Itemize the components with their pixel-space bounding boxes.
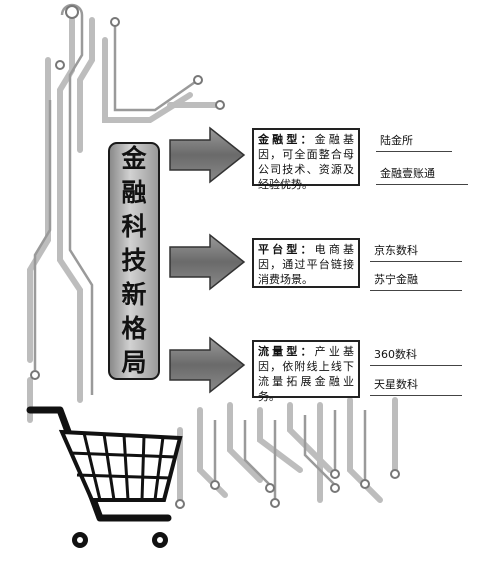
title-char: 局 — [121, 348, 147, 377]
right-arrow-icon — [169, 336, 246, 394]
title-char: 科 — [121, 212, 147, 241]
example-item: 京东数科 — [370, 242, 462, 262]
right-arrow-icon — [169, 126, 246, 184]
title-char: 技 — [121, 246, 147, 275]
example-item: 天星数科 — [370, 376, 462, 396]
example-item: 陆金所 — [376, 132, 452, 152]
platform-type-box: 平台型：电商基因，通过平台链接消费场景。 — [252, 238, 360, 288]
title-box: 金 融 科 技 新 格 局 — [108, 142, 160, 380]
title-char: 格 — [121, 314, 147, 343]
example-item: 金融壹账通 — [376, 165, 468, 185]
shopping-cart-icon — [26, 406, 183, 548]
traffic-type-heading: 流量型： — [258, 345, 315, 358]
title-char: 金 — [121, 144, 147, 173]
title-char: 新 — [121, 280, 147, 309]
platform-type-heading: 平台型： — [258, 243, 315, 256]
example-item: 360数科 — [370, 346, 462, 366]
finance-type-heading: 金融型： — [258, 133, 315, 146]
finance-type-box: 金融型：金融基因，可全面整合母公司技术、资源及经验优势。 — [252, 128, 360, 191]
traffic-type-body: 产业基因，依附线上线下流量拓展金融业务。 — [258, 345, 355, 403]
right-arrow-icon — [169, 233, 246, 291]
title-char: 融 — [121, 178, 147, 207]
finance-type-body: 金融基因，可全面整合母公司技术、资源及经验优势。 — [258, 133, 355, 191]
platform-type-body: 电商基因，通过平台链接消费场景。 — [258, 243, 355, 286]
example-item: 苏宁金融 — [370, 271, 462, 291]
traffic-type-box: 流量型：产业基因，依附线上线下流量拓展金融业务。 — [252, 340, 360, 403]
